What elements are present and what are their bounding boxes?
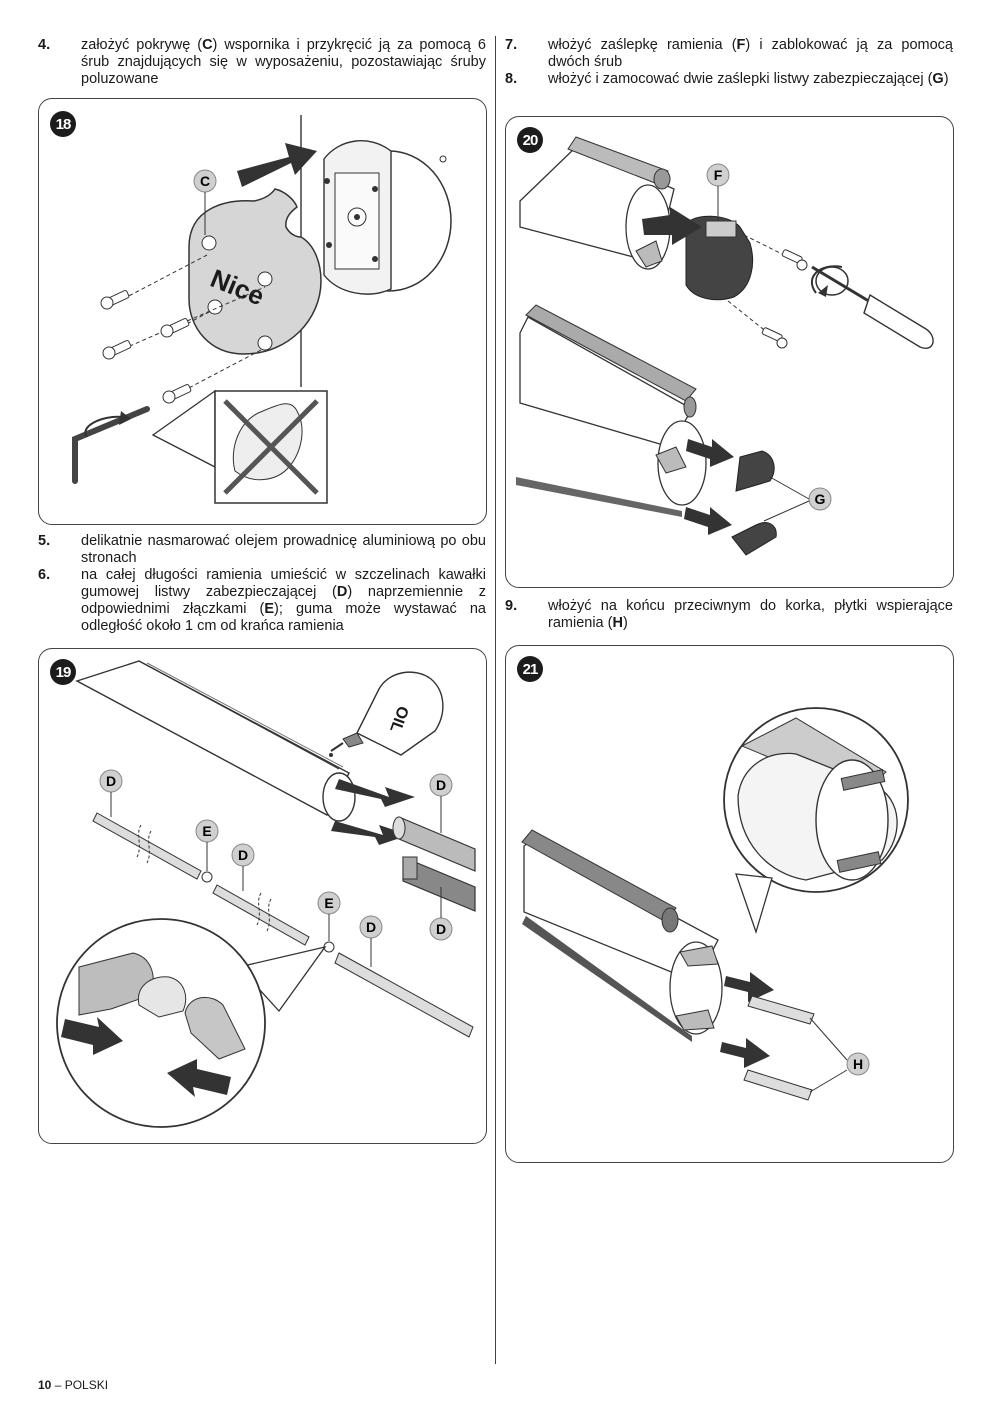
screw-icon [781, 249, 808, 271]
figure-20: 20 F [505, 116, 954, 588]
figure-badge: 20 [517, 127, 543, 153]
step-number: 8. [505, 71, 518, 87]
insert-arrow-icon [642, 207, 702, 245]
step-number: 6. [38, 567, 51, 583]
step-9: 9. włożyć na końcu przeciwnym do korka, … [505, 598, 953, 632]
push-arrow-icon [167, 1059, 231, 1097]
step-text: włożyć na końcu przeciwnym do korka, pły… [548, 598, 953, 631]
screw-icon [160, 310, 212, 338]
label-d: D [366, 919, 376, 935]
label-f: F [714, 167, 723, 183]
column-divider [495, 36, 496, 1364]
insert-arrow-icon [335, 779, 415, 807]
figure-badge: 19 [50, 659, 76, 685]
step-number: 4. [38, 37, 51, 53]
step-text: założyć pokrywę (C) wspornika i przykręc… [81, 37, 486, 87]
label-e: E [324, 895, 333, 911]
pull-arrow-icon [61, 1017, 123, 1055]
screwdriver-icon [810, 265, 934, 349]
insert-arrow-icon [237, 143, 317, 187]
insert-arrow-icon [686, 439, 734, 467]
insert-arrow-icon [724, 972, 774, 1002]
safety-strip-illustration: OIL D D D E D E [56, 660, 476, 1128]
step-8: 8. włożyć i zamocować dwie zaślepki list… [505, 71, 953, 105]
screw-icon [761, 327, 788, 349]
label-d: D [106, 773, 116, 789]
screw-icon [100, 254, 208, 310]
figure-18: 18 Nice C [38, 98, 487, 525]
step-7: 7. włożyć zaślepkę ramienia (F) i zablok… [505, 37, 953, 71]
end-cap-illustration: F G [516, 136, 934, 556]
step-text: delikatnie nasmarować olejem prowadnicę … [81, 533, 486, 566]
insert-arrow-icon [331, 821, 409, 845]
cover-assembly-illustration: Nice C [72, 115, 452, 504]
step-text: włożyć i zamocować dwie zaślepki listwy … [548, 71, 949, 87]
label-d: D [436, 921, 446, 937]
label-h: H [853, 1056, 863, 1072]
figure-21: 21 H [505, 645, 954, 1163]
figure-19: 19 OIL D D [38, 648, 487, 1144]
insert-arrow-icon [684, 507, 732, 535]
oil-bottle-icon: OIL [329, 671, 444, 757]
label-c: C [200, 173, 210, 189]
page-number: 10 [38, 1378, 52, 1392]
step-text: na całej długości ramienia umieścić w sz… [81, 567, 487, 634]
label-d: D [436, 777, 446, 793]
end-cap-g [735, 450, 775, 492]
insert-arrow-icon [720, 1038, 770, 1068]
figure-badge: 21 [517, 656, 543, 682]
end-cap-g [731, 522, 777, 556]
support-plates-illustration: H [521, 707, 909, 1101]
step-text: włożyć zaślepkę ramienia (F) i zablokowa… [548, 37, 953, 70]
footer-separator: – [51, 1378, 65, 1392]
screw-icon [102, 286, 266, 360]
cover-c [188, 188, 322, 355]
step-6: 6. na całej długości ramienia umieścić w… [38, 567, 486, 639]
label-g: G [815, 491, 826, 507]
step-number: 7. [505, 37, 518, 53]
step-4: 4. założyć pokrywę (C) wspornika i przyk… [38, 37, 486, 91]
figure-badge: 18 [50, 111, 76, 137]
step-5: 5. delikatnie nasmarować olejem prowadni… [38, 533, 486, 567]
page-footer: 10 – POLSKI [38, 1378, 108, 1392]
label-d: D [238, 847, 248, 863]
magnifier-detail [56, 918, 266, 1128]
step-number: 5. [38, 533, 51, 549]
label-e: E [202, 823, 211, 839]
footer-language: POLSKI [64, 1378, 109, 1392]
hex-key-icon [72, 406, 150, 484]
screw-icon [162, 348, 264, 404]
step-number: 9. [505, 598, 518, 614]
